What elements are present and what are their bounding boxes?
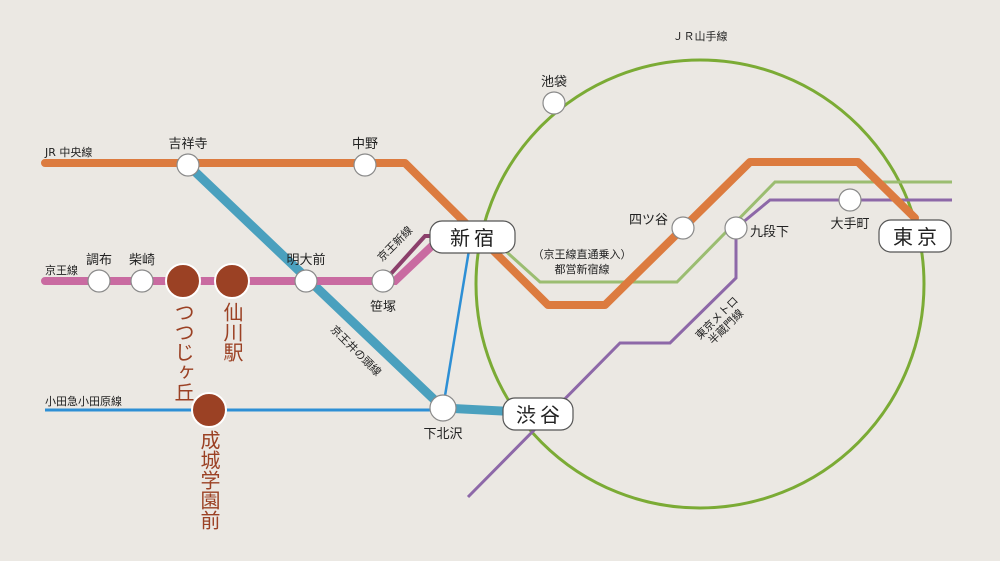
keio-label: 京王線 [45, 263, 78, 277]
station-label: 柴崎 [129, 253, 155, 268]
station-meidaimae[interactable]: 明大前 [286, 252, 326, 293]
hanzomon-line [466, 198, 952, 499]
station-label: つつじヶ丘 [171, 302, 195, 402]
station-label: 大手町 [830, 217, 869, 232]
station-label: 新宿 [450, 226, 498, 250]
station-chofu[interactable]: 調布 [86, 253, 112, 293]
station-label: 笹塚 [370, 299, 396, 315]
station-shibuya[interactable]: 渋谷 [502, 397, 574, 431]
station-label: 成城学園前 [197, 430, 221, 530]
station-label: 吉祥寺 [168, 137, 207, 152]
station-shimokitazawa[interactable]: 下北沢 [423, 394, 463, 442]
yamanote-line [474, 58, 926, 510]
station-kichijoji[interactable]: 吉祥寺 [168, 137, 208, 177]
station-yotsuya[interactable]: 四ツ谷 [629, 213, 695, 240]
station-tokyo[interactable]: 東京 [878, 219, 952, 253]
station-label: 明大前 [286, 252, 325, 268]
toei-shinjuku-line [498, 180, 952, 284]
station-label: 渋谷 [516, 403, 564, 427]
station-nakano[interactable]: 中野 [352, 137, 378, 177]
toei-shinjuku-label-1: （京王線直通乗入） [533, 247, 632, 261]
station-tsutsujigaoka[interactable]: つつじヶ丘 [165, 263, 201, 402]
station-shibasaki[interactable]: 柴崎 [129, 253, 155, 293]
station-label: 九段下 [750, 225, 789, 240]
station-shinjuku[interactable]: 新宿 [429, 220, 516, 254]
station-sengawa[interactable]: 仙川駅 [214, 263, 250, 363]
station-label: 四ツ谷 [629, 213, 668, 228]
station-seijogakuenmae[interactable]: 成城学園前 [191, 392, 227, 530]
station-label: 下北沢 [423, 427, 462, 442]
station-label: 池袋 [541, 75, 567, 90]
station-label: 調布 [86, 253, 112, 268]
station-kudanshita[interactable]: 九段下 [724, 216, 789, 240]
station-label: 仙川駅 [220, 302, 244, 363]
station-otemachi[interactable]: 大手町 [830, 188, 870, 232]
odakyu-shinjuku-link [441, 243, 472, 409]
yamanote-label: ＪＲ山手線 [673, 29, 728, 43]
odakyu-label: 小田急小田原線 [45, 394, 122, 408]
chuo-label: JR 中央線 [44, 145, 92, 159]
station-sasazuka[interactable]: 笹塚 [370, 269, 396, 315]
chuo-line [41, 158, 919, 309]
station-ikebukuro[interactable]: 池袋 [541, 75, 567, 115]
station-label: 東京 [893, 225, 941, 249]
toei-shinjuku-label-2: 都営新宿線 [555, 262, 610, 276]
station-label: 中野 [352, 137, 378, 152]
